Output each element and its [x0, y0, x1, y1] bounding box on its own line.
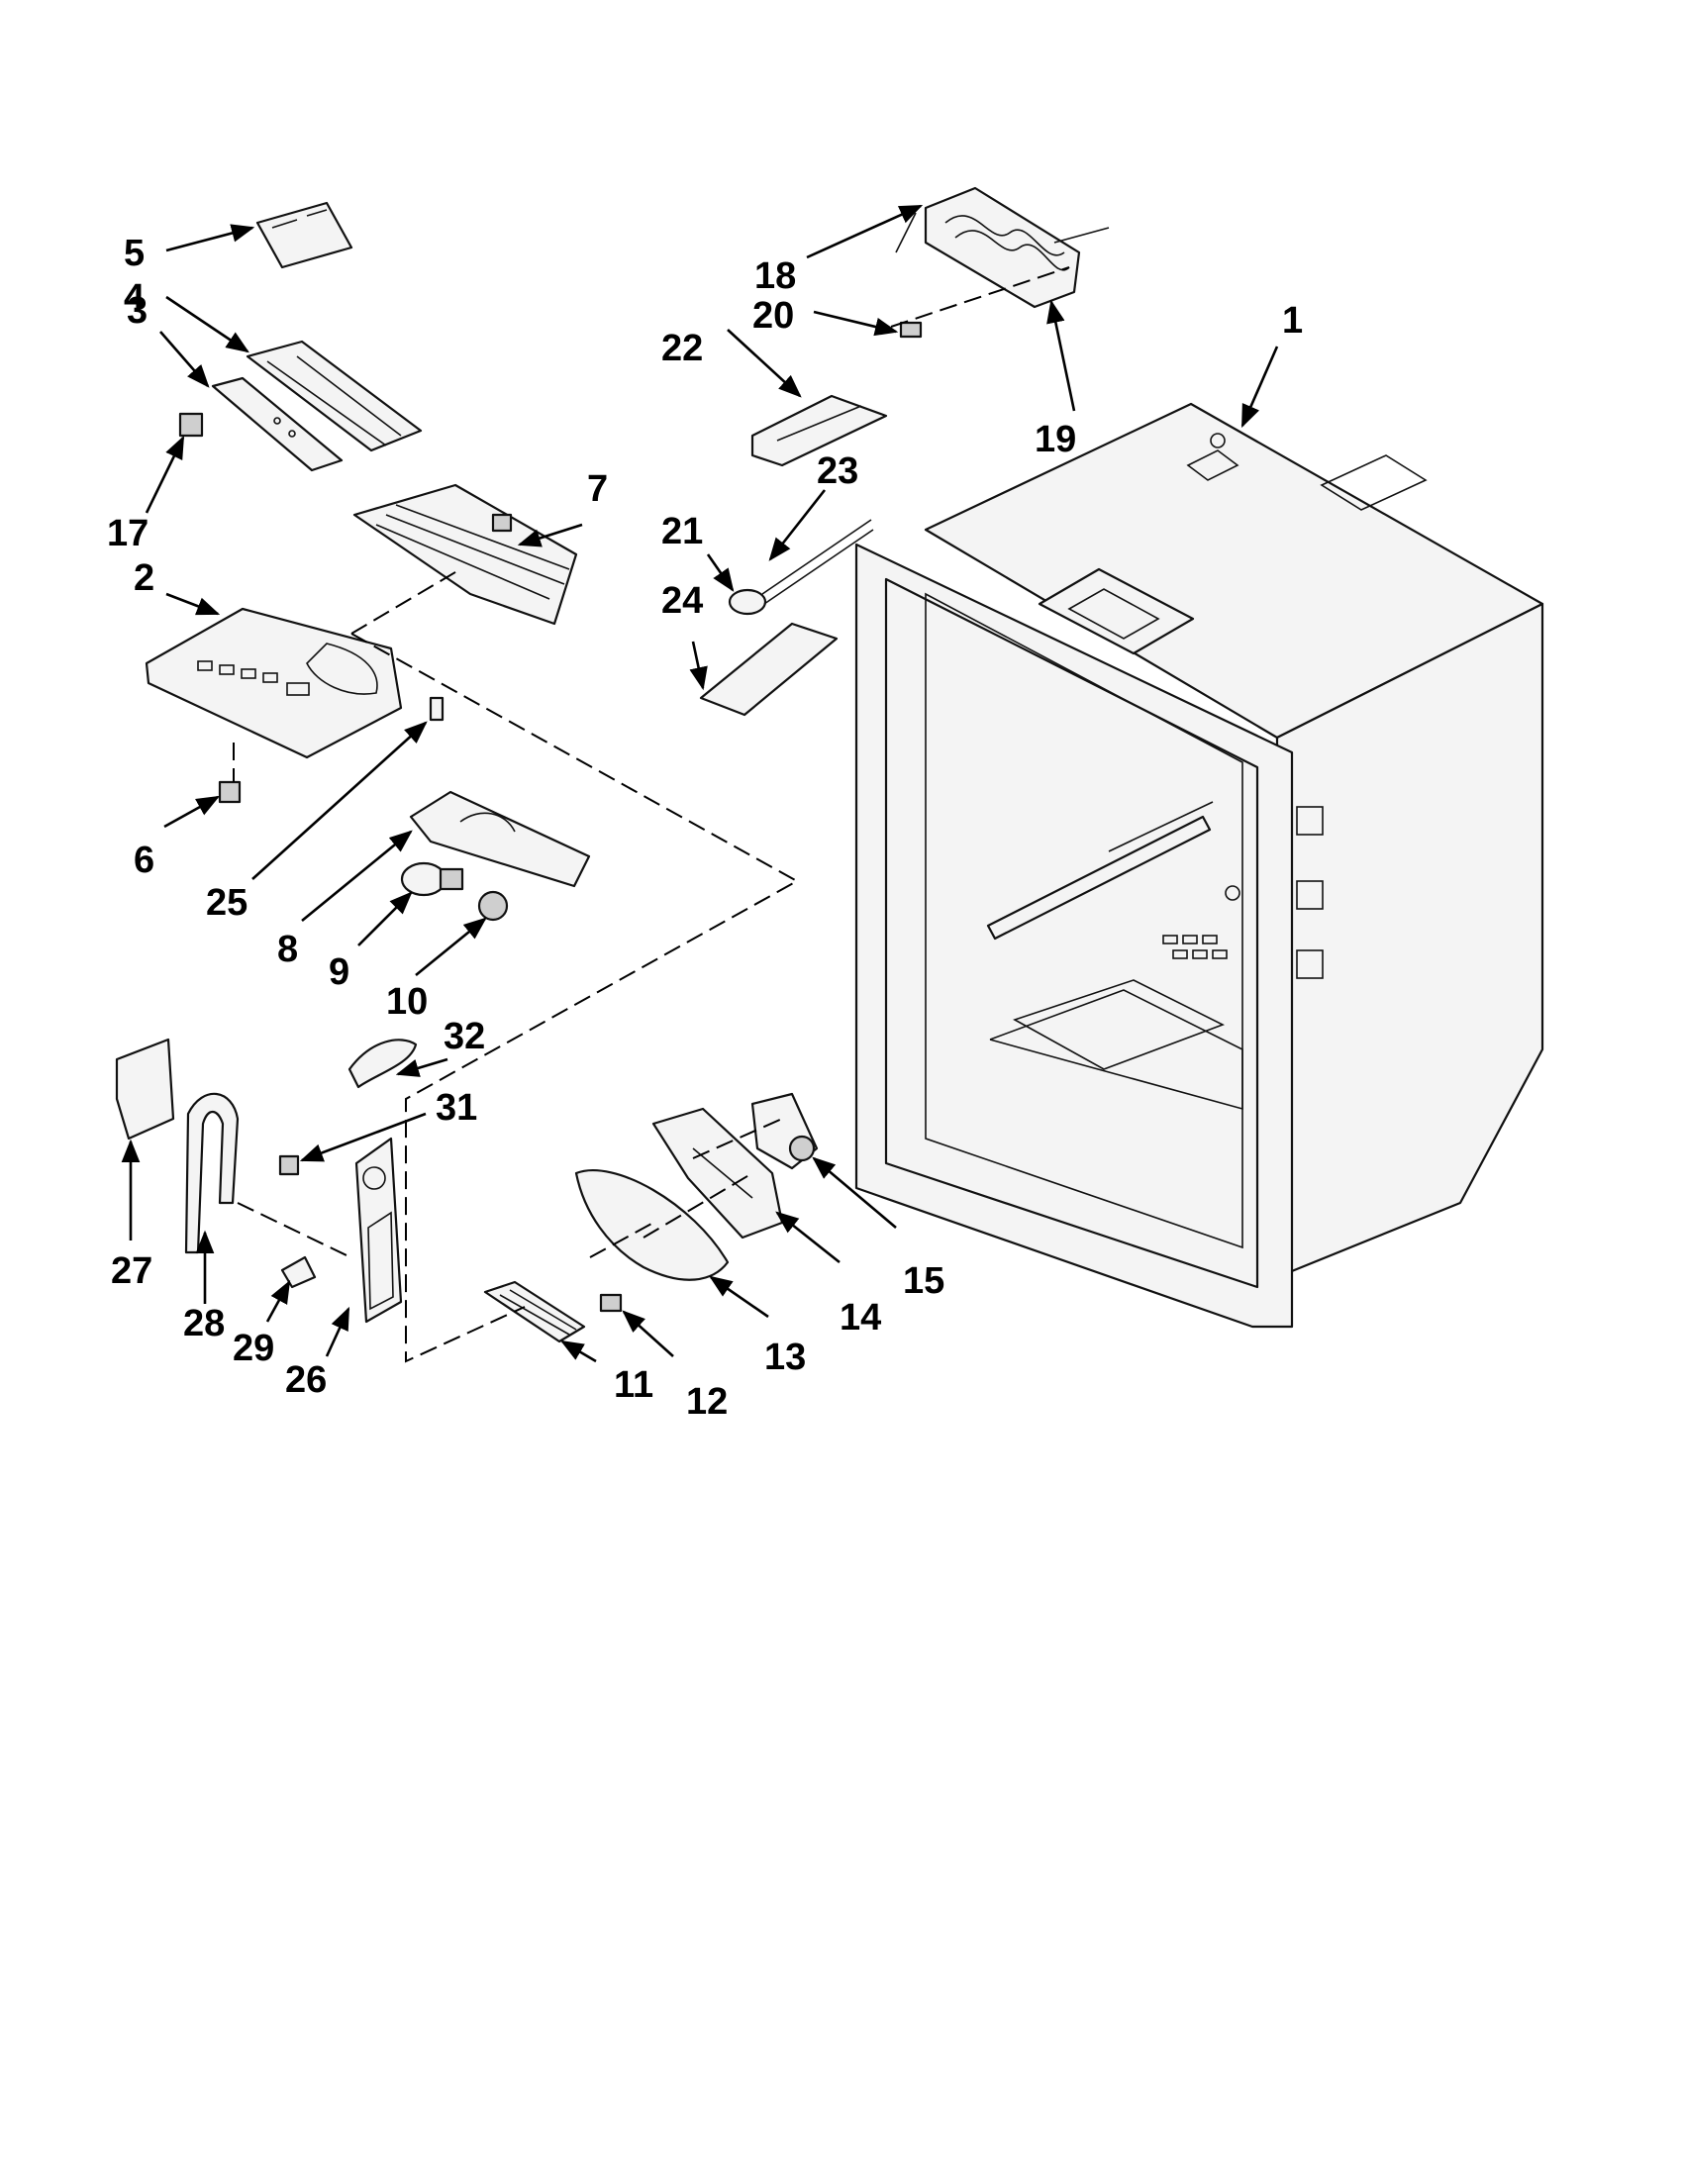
- part-12-screw: [599, 1293, 623, 1313]
- callout-8: 8: [277, 929, 299, 970]
- part-3-overlay: [211, 376, 344, 472]
- part-27-bracket: [115, 1038, 175, 1141]
- callout-4: 4: [124, 277, 146, 319]
- part-26-housing: [354, 1137, 403, 1324]
- callout-25: 25: [206, 882, 248, 924]
- callout-14: 14: [840, 1297, 882, 1339]
- part-29-clip: [280, 1255, 317, 1289]
- callout-1: 1: [1282, 300, 1304, 342]
- leader-lines: [121, 204, 1279, 1363]
- callout-18: 18: [754, 255, 797, 297]
- callout-28: 28: [183, 1303, 226, 1344]
- part-10-socket: [477, 890, 509, 922]
- callout-7: 7: [587, 468, 609, 510]
- callout-26: 26: [285, 1359, 328, 1401]
- callout-23: 23: [817, 450, 859, 492]
- callout-31: 31: [436, 1087, 478, 1129]
- part-15-module: [750, 1092, 819, 1170]
- part-5-bracket: [255, 201, 353, 269]
- callout-6: 6: [134, 840, 155, 881]
- part-1-liner: [854, 402, 1544, 1329]
- callout-17: 17: [107, 513, 149, 554]
- part-17-switch: [178, 412, 204, 438]
- part-11-grille: [483, 1280, 586, 1343]
- callout-22: 22: [661, 328, 704, 369]
- part-32-cover: [347, 1039, 418, 1089]
- part-31-clip: [278, 1154, 300, 1176]
- callout-27: 27: [111, 1250, 153, 1292]
- callout-9: 9: [329, 951, 350, 993]
- callout-20: 20: [752, 295, 795, 337]
- part-8-light-socket-housing: [409, 790, 591, 888]
- callout-11: 11: [614, 1364, 654, 1406]
- callout-32: 32: [444, 1016, 486, 1057]
- callout-24: 24: [661, 580, 704, 622]
- callout-2: 2: [134, 557, 155, 599]
- part-24-channel: [699, 622, 839, 717]
- part-9-bulb: [400, 861, 464, 897]
- part-4-control-housing: [246, 340, 423, 452]
- part-13-trim: [574, 1168, 730, 1281]
- callout-29: 29: [233, 1328, 275, 1369]
- callout-21: 21: [661, 511, 704, 552]
- part-6-clip: [218, 780, 242, 804]
- part-28-tube: [184, 1092, 240, 1254]
- part-25-clip: [429, 696, 445, 722]
- assembly-lines: [233, 266, 1070, 1363]
- part-7-light-lens: [352, 483, 578, 626]
- callout-12: 12: [686, 1381, 729, 1423]
- part-20-screw: [899, 321, 923, 339]
- callout-15: 15: [903, 1260, 945, 1302]
- callout-13: 13: [764, 1337, 807, 1378]
- part-21-23-sensor: [728, 519, 874, 616]
- part-2-control-housing: [145, 607, 403, 759]
- callout-3: 3: [127, 290, 149, 332]
- callout-19: 19: [1035, 419, 1077, 460]
- callout-5: 5: [124, 233, 146, 274]
- callout-10: 10: [386, 981, 429, 1023]
- part-22-bracket: [750, 394, 888, 467]
